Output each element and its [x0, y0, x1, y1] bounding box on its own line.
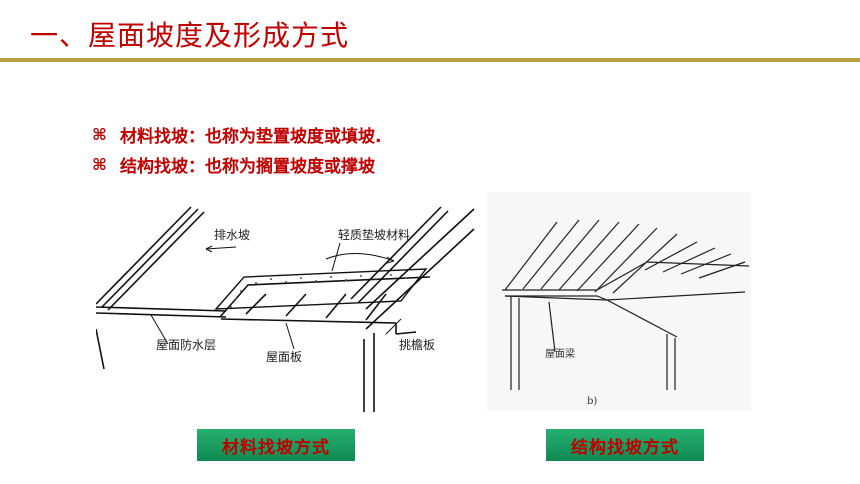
- label-drainage: 排水坡: [214, 228, 250, 242]
- label-roof-beam: 屋面梁: [545, 347, 575, 360]
- bullet-text: 结构找坡：也称为搁置坡度或撑坡: [120, 156, 375, 177]
- label-fill-material: 轻质垫坡材料: [338, 227, 410, 242]
- bullet-item: ⌘ 材料找坡：也称为垫置坡度或填坡.: [92, 119, 381, 149]
- material-slope-diagram: 排水坡 轻质垫坡材料 屋面防水层 屋面板 挑檐板: [96, 199, 476, 412]
- bullet-item: ⌘ 结构找坡：也称为搁置坡度或撑坡: [92, 149, 381, 179]
- caption-material-slope: 材料找坡方式: [197, 429, 355, 461]
- structural-slope-diagram: 屋面梁 b): [487, 192, 751, 411]
- slide-title: 一、屋面坡度及形成方式: [30, 19, 350, 52]
- title-divider: [0, 58, 860, 62]
- label-sub-figure: b): [587, 396, 597, 407]
- label-roof-slab: 屋面板: [266, 350, 302, 364]
- command-bullet-icon: ⌘: [92, 154, 107, 174]
- label-eave-slab: 挑檐板: [399, 338, 435, 352]
- command-bullet-icon: ⌘: [92, 124, 107, 144]
- bullet-text: 材料找坡：也称为垫置坡度或填坡.: [120, 126, 382, 147]
- caption-structural-slope: 结构找坡方式: [546, 429, 704, 461]
- bullet-list: ⌘ 材料找坡：也称为垫置坡度或填坡. ⌘ 结构找坡：也称为搁置坡度或撑坡: [92, 119, 381, 179]
- label-waterproof-layer: 屋面防水层: [156, 337, 216, 352]
